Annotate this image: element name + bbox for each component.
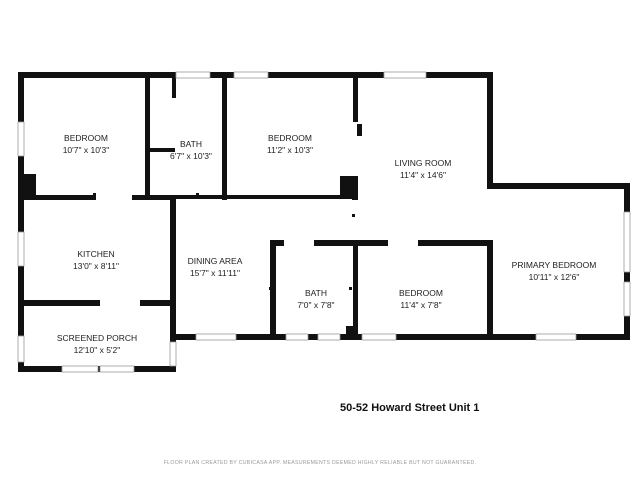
room-name: LIVING ROOM (394, 158, 452, 168)
room-label-bedroom-2: BEDROOM 11'2" x 10'3" (267, 132, 313, 156)
window (175, 71, 211, 79)
door-marks (93, 193, 491, 290)
room-name: DINING AREA (187, 256, 243, 266)
window (17, 121, 25, 157)
doorway (388, 240, 418, 246)
wall-bath-stub (145, 148, 175, 152)
room-name: PRIMARY BEDROOM (511, 260, 597, 270)
room-name: KITCHEN (77, 249, 115, 259)
door-tick (93, 193, 96, 196)
window (233, 71, 269, 79)
wall-kitchen-bottom (18, 300, 176, 306)
door-tick (196, 193, 199, 196)
window (61, 365, 99, 373)
window (383, 71, 427, 79)
window (99, 365, 135, 373)
room-dimensions: 10'11" x 12'6" (528, 272, 580, 282)
room-dimensions: 11'4" x 7'8" (400, 300, 442, 310)
window (169, 341, 177, 367)
room-name: SCREENED PORCH (56, 333, 138, 343)
room-dimensions: 12'10" x 5'2" (73, 345, 121, 355)
openings (96, 195, 418, 306)
window (17, 231, 25, 267)
room-dimensions: 6'7" x 10'3" (170, 151, 212, 161)
property-address: 50-52 Howard Street Unit 1 (340, 402, 480, 414)
wall-kitchen-right (170, 195, 176, 340)
door-tick (488, 262, 491, 265)
room-name: BEDROOM (268, 133, 312, 143)
window (195, 333, 237, 341)
room-label-kitchen: KITCHEN 13'0" x 8'11" (73, 248, 119, 272)
window (623, 211, 631, 273)
doorway (96, 195, 132, 200)
doorway (284, 240, 314, 246)
window (623, 281, 631, 317)
wall-bedroom2-right (353, 78, 358, 122)
doorway (100, 300, 140, 306)
window (17, 335, 25, 363)
room-dimensions: 7'0" x 7'8" (297, 300, 335, 310)
room-dimensions: 11'2" x 10'3" (267, 145, 313, 155)
room-dimensions: 11'4" x 14'6" (400, 170, 446, 180)
room-name: BATH (304, 288, 328, 298)
wall-living-mark (487, 128, 493, 142)
wall-bath2-left (270, 240, 276, 340)
wall-bath-right (222, 72, 227, 200)
wall-left (18, 72, 24, 372)
room-label-living-room: LIVING ROOM 11'4" x 14'6" (395, 157, 452, 181)
room-name: BEDROOM (399, 288, 443, 298)
wall-upper-row-bottom-2 (176, 195, 356, 199)
door-tick (352, 214, 355, 217)
wall-bath-stub-vert (172, 78, 176, 98)
wall-living-mark-2 (357, 124, 362, 136)
room-dimensions: 15'7" x 11'11" (189, 268, 241, 278)
room-name: BEDROOM (64, 133, 108, 143)
room-label-dining-area: DINING AREA 15'7" x 11'11" (188, 255, 243, 279)
window (535, 333, 577, 341)
wall-bedroom1-right (145, 72, 150, 200)
windows (17, 71, 631, 373)
wall-bottom (170, 334, 630, 340)
wall-bath2-right (353, 240, 358, 340)
disclaimer-text: FLOOR PLAN CREATED BY CUBICASA APP. MEAS… (163, 460, 477, 466)
wall-lower-row-top (270, 240, 493, 246)
walls (18, 72, 630, 372)
door-tick (349, 287, 352, 290)
room-label-bedroom-3: BEDROOM 11'4" x 7'8" (399, 287, 443, 311)
room-label-screened-porch: SCREENED PORCH 12'10" x 5'2" (57, 332, 137, 356)
wall-small-block (346, 326, 358, 338)
door-tick (269, 287, 272, 290)
room-label-bedroom-1: BEDROOM 10'7" x 10'3" (63, 132, 110, 156)
wall-corner-block-left (22, 174, 36, 196)
room-label-primary-bedroom: PRIMARY BEDROOM 10'11" x 12'6" (512, 259, 597, 283)
room-label-bath-2: BATH 7'0" x 7'8" (297, 287, 334, 311)
wall-corner-block (340, 176, 358, 196)
room-name: BATH (179, 139, 203, 149)
window (317, 333, 341, 341)
window (285, 333, 309, 341)
wall-primary-top (487, 183, 630, 189)
wall-primary-left (487, 240, 493, 340)
room-dimensions: 13'0" x 8'11" (73, 261, 119, 271)
room-label-bath-1: BATH 6'7" x 10'3" (170, 138, 212, 162)
room-dimensions: 10'7" x 10'3" (62, 145, 110, 155)
window (361, 333, 397, 341)
